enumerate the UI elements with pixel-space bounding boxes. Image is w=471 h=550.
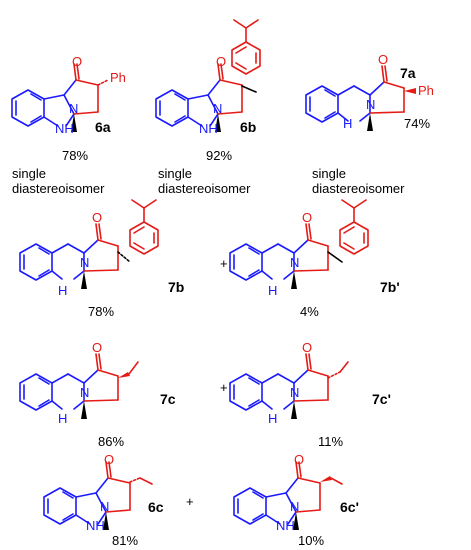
note-line2-6b: diastereoisomer [158, 181, 251, 196]
nitrogen-atom-6a: N [69, 101, 78, 116]
oxygen-atom-6a: O [72, 54, 82, 69]
note-line2-6a: diastereoisomer [12, 181, 105, 196]
amine-atom-7c-prime: H [268, 411, 277, 426]
nitrogen-atom-7c: N [80, 385, 89, 400]
methyl-7b [117, 251, 131, 263]
amine-atom-7b-prime: H [268, 283, 277, 298]
hashed-bond-6c [129, 477, 141, 483]
note-line1-6a: single [12, 166, 46, 181]
hashed-bond-6a [97, 79, 109, 86]
plus-sign-row4: + [186, 494, 194, 509]
oxygen-atom-7b-prime: O [302, 210, 312, 225]
compound-6a: O N NH Ph 6a 78% single diastereoisomer [11, 54, 126, 196]
amine-atom-6c-prime: NH [276, 518, 295, 533]
compound-7a: O N H Ph 74% 7a single diastereoisomer [305, 52, 434, 196]
yield-7c-prime: 11% [318, 434, 343, 449]
compound-6c: O N NH 81% 6c [43, 452, 164, 548]
wedge-bond-7c [118, 372, 130, 378]
methyl-6b [241, 85, 257, 93]
amine-atom-6a: NH [55, 121, 74, 136]
compound-label-6b: 6b [240, 119, 256, 135]
note-line1-6b: single [158, 166, 192, 181]
oxygen-atom-7c-prime: O [302, 340, 312, 355]
yield-6c: 81% [112, 533, 138, 548]
ethyl-bond-6c-prime [330, 477, 343, 485]
compound-6b: O N NH 6b 92% single diastereoisomer [155, 19, 261, 196]
yield-6a: 78% [62, 148, 88, 163]
compound-6c-prime: O N NH 10% 6c' [233, 452, 359, 548]
yield-6c-prime: 10% [298, 533, 324, 548]
yield-7a: 74% [404, 116, 430, 131]
hashed-bond-7c-prime [327, 371, 341, 379]
compound-label-6a: 6a [95, 119, 111, 135]
oxygen-atom-6b: O [216, 54, 226, 69]
amine-atom-7c: H [58, 411, 67, 426]
oxygen-atom-7c: O [92, 340, 102, 355]
methyl-7b-prime [327, 251, 343, 263]
amine-atom-7a: H [343, 116, 352, 131]
nitrogen-atom-6c: N [100, 499, 109, 514]
nitrogen-atom-6b: N [213, 101, 222, 116]
phenyl-substituent-7a: Ph [418, 83, 434, 98]
nitrogen-atom-7b: N [80, 255, 89, 270]
compound-label-6c-prime: 6c' [340, 499, 359, 515]
note-line2-7a: diastereoisomer [312, 181, 405, 196]
plus-sign-row3: + [220, 380, 228, 395]
oxygen-atom-6c-prime: O [294, 452, 304, 467]
compound-7b: O N H 7b 78% [19, 199, 184, 319]
wedge-bond-7a [404, 88, 416, 94]
compound-7c: O N H 7c 86% [19, 340, 176, 449]
wedge-bond-6c-prime [320, 476, 332, 482]
oxygen-atom-6c: O [104, 452, 114, 467]
yield-7b-prime: 4% [300, 304, 319, 319]
ethyl-bond-6c [139, 477, 153, 485]
oxygen-atom-7a: O [378, 52, 388, 67]
yield-7c: 86% [98, 434, 124, 449]
amine-atom-7b: H [58, 283, 67, 298]
compound-label-7c: 7c [160, 391, 176, 407]
nitrogen-atom-7c-prime: N [290, 385, 299, 400]
compound-label-7b-prime: 7b' [380, 279, 400, 295]
compound-label-7b: 7b [168, 279, 184, 295]
amine-atom-6b: NH [199, 121, 218, 136]
ethyl-bond-7c-prime [339, 361, 349, 373]
ethyl-bond-7c [128, 361, 139, 375]
compound-label-7a: 7a [400, 65, 416, 81]
amine-atom-6c: NH [86, 518, 105, 533]
nitrogen-atom-6c-prime: N [290, 499, 299, 514]
note-line1-7a: single [312, 166, 346, 181]
oxygen-atom-7b: O [92, 210, 102, 225]
compound-label-7c-prime: 7c' [372, 391, 391, 407]
compound-7c-prime: O N H 7c' 11% [229, 340, 391, 449]
phenyl-substituent-6a: Ph [110, 70, 126, 85]
plus-sign-row2: + [220, 256, 228, 271]
yield-6b: 92% [206, 148, 232, 163]
nitrogen-atom-7a: N [366, 97, 375, 112]
yield-7b: 78% [88, 304, 114, 319]
compound-7b-prime: O N H 7b' 4% [229, 199, 400, 319]
nitrogen-atom-7b-prime: N [290, 255, 299, 270]
compound-label-6c: 6c [148, 499, 164, 515]
